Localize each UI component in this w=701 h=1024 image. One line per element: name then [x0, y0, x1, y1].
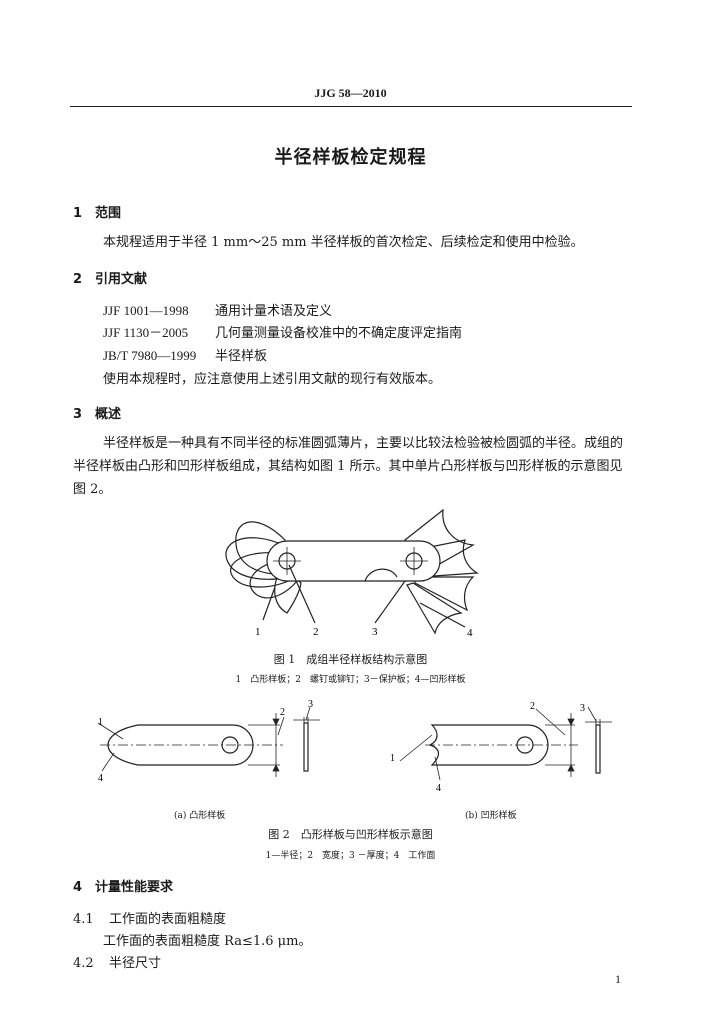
section-number: 1 [73, 206, 83, 221]
figure-2b-label: 4 [436, 783, 441, 794]
reference-note: 使用本规程时，应注意使用上述引用文献的现行有效版本。 [103, 372, 442, 387]
section-2-heading: 2 引用文献 [73, 268, 147, 287]
figure-2a-label: 2 [280, 707, 285, 718]
subsection-4-1-text: 工作面的表面粗糙度 Ra≤1.6 μm。 [103, 934, 312, 949]
convex-blade [274, 566, 302, 614]
section-number: 2 [73, 272, 83, 287]
subsection-4-1-heading: 4.1 工作面的表面粗糙度 [73, 908, 226, 927]
reference-item: JJF 1130－2005 几何量测量设备校准中的不确定度评定指南 [103, 322, 462, 341]
section-number: 4 [73, 880, 83, 895]
reference-item: JJF 1001—1998 通用计量术语及定义 [103, 300, 332, 319]
reference-code: JJF 1130－2005 [103, 325, 189, 340]
convex-blade [225, 537, 291, 580]
reference-item: JB/T 7980—1999 半径样板 [103, 345, 267, 364]
section-3-text: 半径样板是一种具有不同半径的标准圆弧薄片，主要以比较法检验被检圆弧的半径。成组的… [73, 432, 633, 501]
figure-2-caption: 图 2 凸形样板与凹形样板示意图 [268, 828, 433, 841]
concave-blade [404, 508, 475, 576]
figure-1-label: 1 [255, 626, 261, 638]
leader-line [419, 602, 466, 628]
protective-plate [266, 540, 441, 582]
concave-template [428, 724, 549, 766]
section-4-heading: 4 计量性能要求 [73, 876, 173, 895]
section-title: 概述 [95, 407, 122, 422]
leader-line [374, 580, 406, 624]
reference-name: 几何量测量设备校准中的不确定度评定指南 [215, 326, 463, 341]
convex-blade [230, 551, 294, 588]
figure-1-label: 2 [313, 626, 319, 638]
figure-2-legend: 1—半径；2 宽度；3 －厚度；4 工作面 [265, 851, 436, 861]
figure-2b-drawing: 1 2 3 4 [390, 701, 612, 794]
section-title: 计量性能要求 [95, 880, 174, 895]
figure-1-legend: 1 凸形样板；2 螺钉或铆钉；3－保护板；4—凹形样板 [235, 675, 466, 685]
figure-1-caption: 图 1 成组半径样板结构示意图 [273, 653, 428, 666]
section-title: 引用文献 [95, 272, 148, 287]
figure-2a-caption: (a) 凸形样板 [174, 811, 226, 821]
figure-2a-drawing: 1 2 3 4 [97, 699, 320, 784]
figure-2a-label: 4 [98, 773, 103, 784]
subsection-title: 工作面的表面粗糙度 [109, 912, 227, 927]
subsection-number: 4.1 [73, 912, 94, 927]
section-3-heading: 3 概述 [73, 403, 121, 422]
reference-code: JJF 1001—1998 [103, 303, 189, 318]
paragraph-text: 本规程适用于半径 1 mm～25 mm 半径样板的首次检定、后续检定和使用中检验… [103, 235, 584, 250]
section-1-heading: 1 范围 [73, 202, 121, 221]
reference-code: JB/T 7980—1999 [103, 348, 197, 363]
plate-notch [364, 568, 398, 582]
document-title: 半径样板检定规程 [274, 147, 427, 168]
convex-template [107, 724, 254, 766]
leader-line [288, 564, 316, 624]
figure-1-label: 3 [372, 626, 378, 638]
header-rule [70, 106, 632, 107]
standard-code: JJG 58—2010 [314, 86, 387, 100]
figure-2a-label: 3 [308, 699, 313, 710]
subsection-title: 半径尺寸 [109, 956, 162, 971]
figure-1-drawing: 1 2 3 4 [225, 508, 479, 639]
section-number: 3 [73, 407, 83, 422]
concave-blade [414, 539, 479, 578]
page-number: 1 [615, 972, 621, 986]
reference-name: 半径样板 [215, 349, 268, 364]
paragraph-text: 半径样板是一种具有不同半径的标准圆弧薄片，主要以比较法检验被检圆弧的半径。成组的… [73, 436, 624, 497]
figure-2b-label: 2 [530, 701, 535, 712]
concave-blade [406, 582, 463, 635]
figure-2b-caption: (b) 凹形样板 [465, 811, 517, 821]
leader-line [262, 586, 276, 621]
subsection-number: 4.2 [73, 956, 94, 971]
figure-2a-label: 1 [98, 717, 103, 728]
reference-name: 通用计量术语及定义 [215, 304, 333, 319]
figure-1-label: 4 [467, 627, 473, 639]
convex-blade [249, 559, 298, 599]
section-title: 范围 [95, 206, 122, 221]
concave-blade [414, 576, 475, 612]
figure-2b-label: 3 [580, 703, 585, 714]
subsection-4-2-heading: 4.2 半径尺寸 [73, 952, 161, 971]
figure-2b-label: 1 [390, 753, 395, 764]
section-1-text: 本规程适用于半径 1 mm～25 mm 半径样板的首次检定、后续检定和使用中检验… [73, 231, 633, 254]
thickness-view [303, 722, 309, 772]
thickness-view [595, 724, 601, 774]
